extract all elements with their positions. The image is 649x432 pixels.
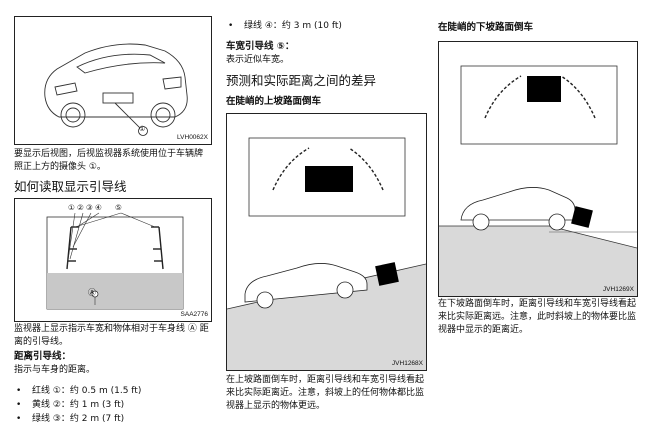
paragraph: 在下坡路面倒车时，距离引导线和车宽引导线看起来比实际距离远。注意，此时斜坡上的物… [438,299,637,336]
subheading: 在陡峭的下坡路面倒车 [438,22,534,33]
guide-lines-figure: ① ② ③ ④ ⑤ Ⓐ SAA2776 [14,198,212,322]
list-item: 红线 ①：约 0.5 m (1.5 ft) [14,384,212,398]
section-heading: 如何读取显示引导线 [14,179,127,194]
paragraph: 在上坡路面倒车时，距离引导线和车宽引导线看起来比实际距离近。注意，斜坡上的任何物… [226,375,425,412]
list-item: 黄线 ②：约 1 m (3 ft) [14,398,212,412]
body-line-label: Ⓐ [88,288,96,297]
distance-list: 红线 ①：约 0.5 m (1.5 ft) 黄线 ②：约 1 m (3 ft) … [14,384,212,426]
figure-code: SAA2776 [180,310,208,318]
paragraph: 指示与车身的距离。 [14,365,96,375]
guide-num-2: ② [77,203,84,212]
guide-num-5: ⑤ [115,203,122,212]
paragraph: 表示近似车宽。 [226,55,290,65]
list-item: 绿线 ④：约 3 m (10 ft) [226,19,426,33]
guide-num-3: ③ [86,203,93,212]
distance-list-cont: 绿线 ④：约 3 m (10 ft) [226,19,426,33]
fig1-callout: ① [139,125,146,133]
uphill-illustration [227,137,426,370]
uphill-figure: JVH1268X [226,113,427,371]
section-heading: 预测和实际距离之间的差异 [226,73,377,88]
figure-code: JVH1269X [602,285,634,293]
downhill-figure: JVH1269X [438,41,638,297]
paragraph: 要显示后视图，后视监视器系统使用位于车辆牌照正上方的摄像头 ①。 [14,149,204,173]
subheading: 距离引导线： [14,351,72,362]
car-rear-illustration [44,43,188,136]
guide-num-4: ④ [95,203,102,212]
paragraph: 监视器上显示指示车宽和物体相对于车身线 Ⓐ 距离的引导线。 [14,324,209,348]
list-item: 绿线 ③：约 2 m (7 ft) [14,412,212,426]
monitor-guideline-illustration [46,212,184,310]
guide-num-1: ① [68,203,75,212]
downhill-illustration [439,65,637,296]
subheading: 在陡峭的上坡路面倒车 [226,96,322,107]
figure-code: LVH0062X [177,133,208,141]
subheading: 车宽引导线 ⑤： [226,41,295,52]
car-camera-figure: ① LVH0062X [14,16,212,145]
figure-code: JVH1268X [391,359,423,367]
